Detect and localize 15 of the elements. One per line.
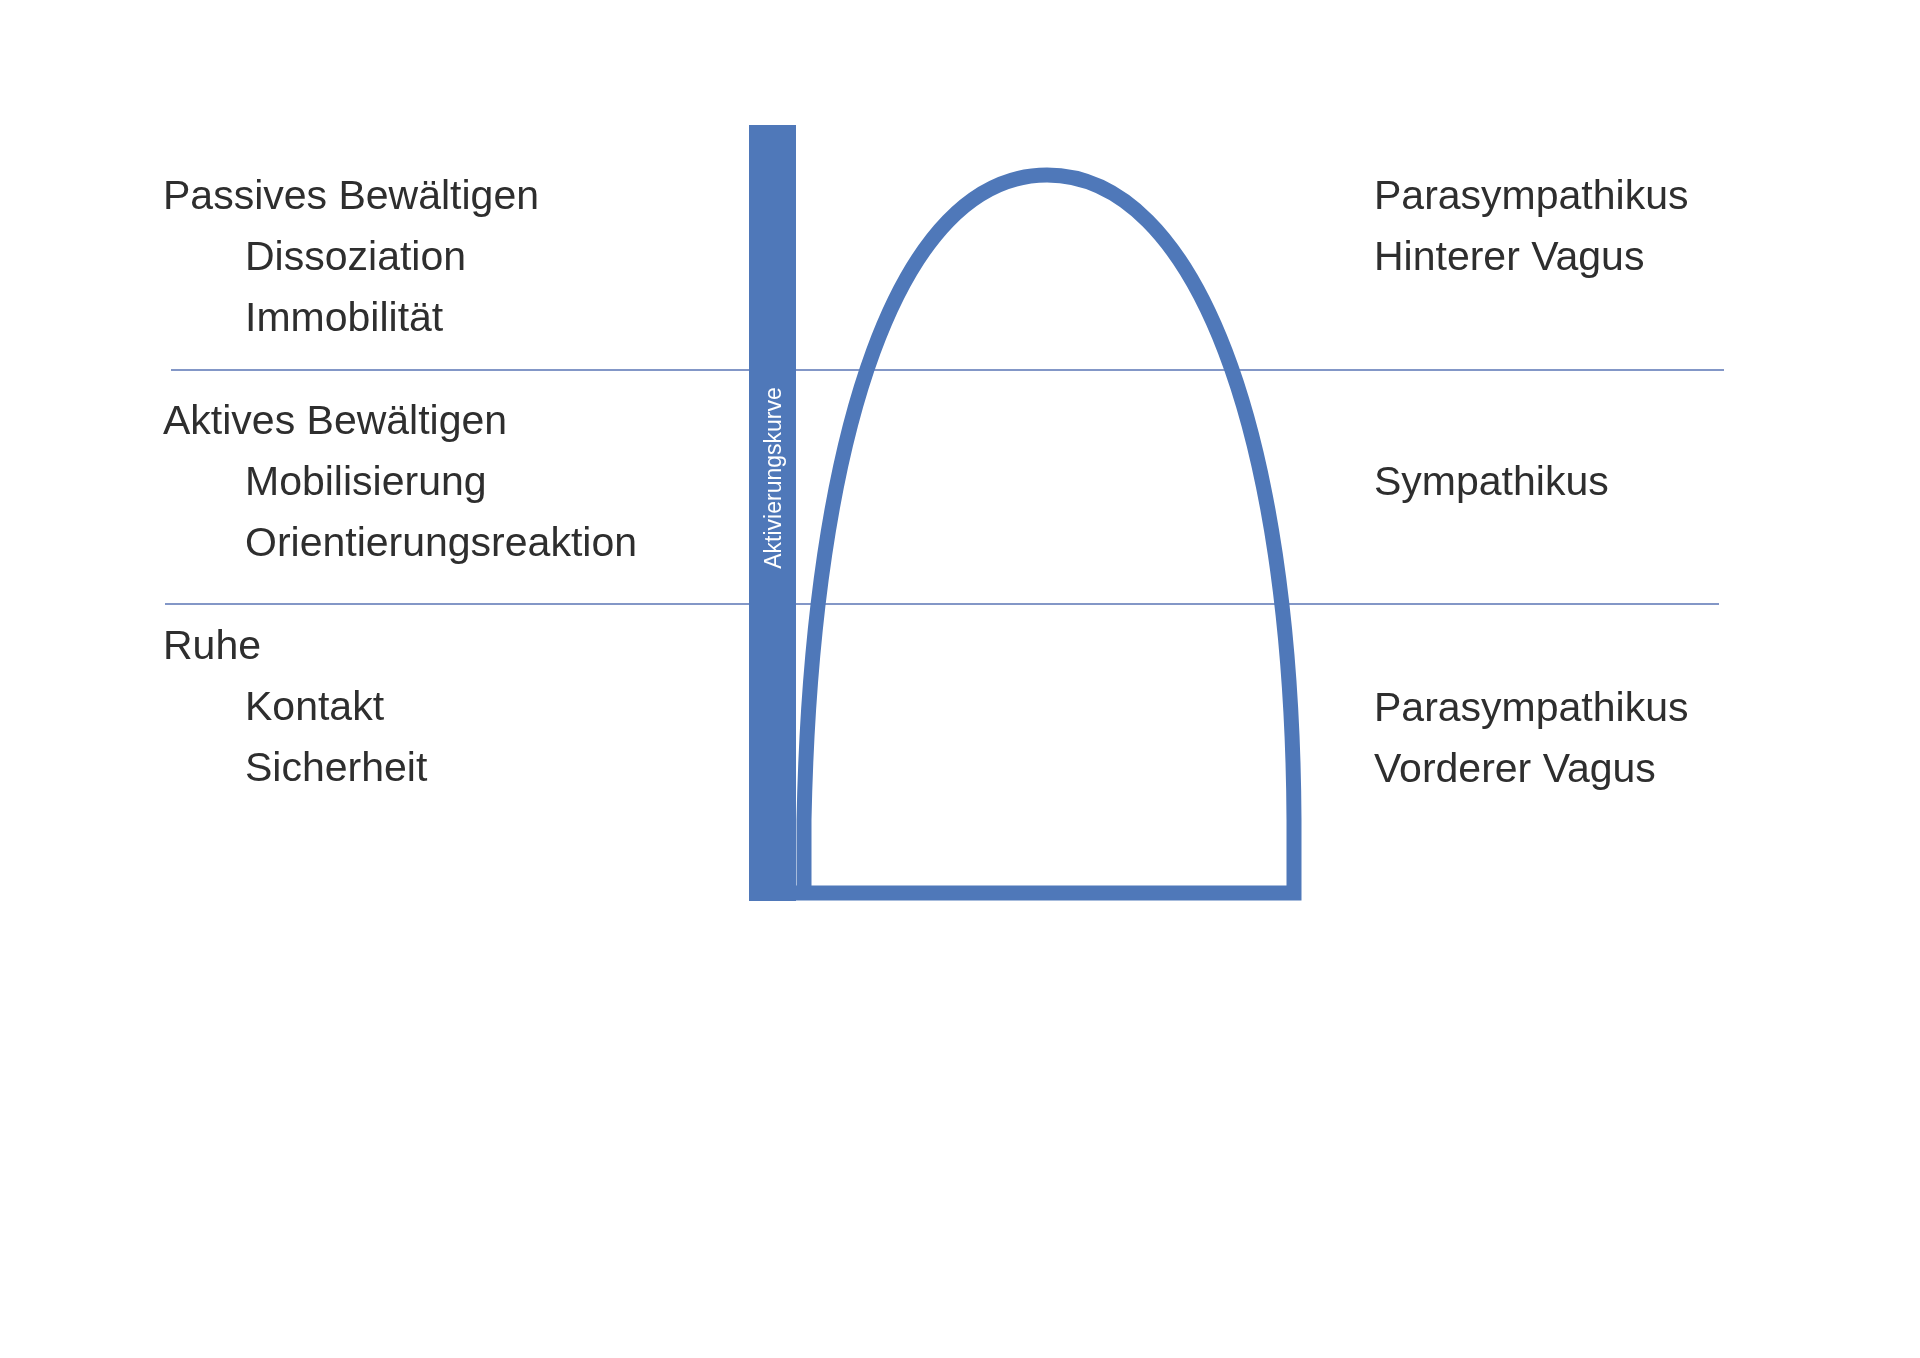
- state-label: Orientierungsreaktion: [245, 519, 637, 565]
- state-label: Ruhe: [163, 622, 261, 668]
- state-label: Passives Bewältigen: [163, 172, 540, 218]
- state-label: Sympathikus: [1374, 458, 1609, 504]
- state-label: Kontakt: [245, 683, 385, 729]
- state-label: Hinterer Vagus: [1374, 233, 1645, 279]
- state-label: Immobilität: [245, 294, 444, 340]
- state-label: Sicherheit: [245, 744, 428, 790]
- state-label: Vorderer Vagus: [1374, 745, 1656, 791]
- state-label: Aktives Bewältigen: [163, 397, 508, 443]
- state-label: Parasympathikus: [1374, 172, 1689, 218]
- state-label: Parasympathikus: [1374, 684, 1689, 730]
- axis-label: Aktivierungskurve: [759, 387, 787, 569]
- state-label: Dissoziation: [245, 233, 467, 279]
- state-label: Mobilisierung: [245, 458, 487, 504]
